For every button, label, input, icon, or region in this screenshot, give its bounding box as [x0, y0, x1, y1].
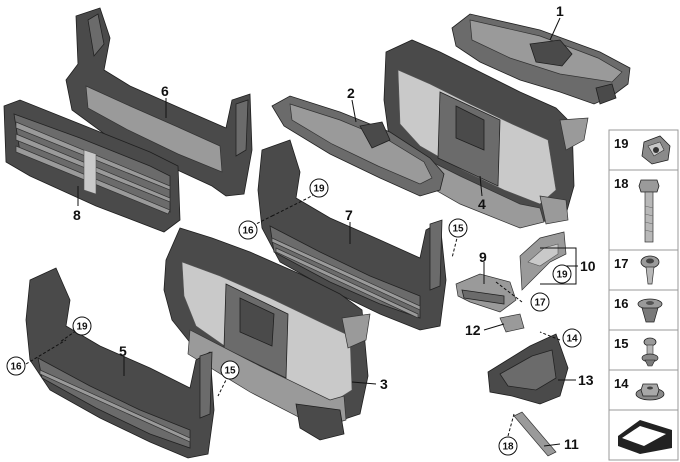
callout-9: 9 [479, 249, 487, 265]
direction-arrow-icon [618, 420, 672, 454]
part-3-front-carrier-lower [163, 227, 371, 441]
callout-11: 11 [564, 436, 579, 452]
expanding-rivet-icon [637, 298, 663, 323]
part-13-air-duct-lower [487, 333, 569, 405]
svg-text:17: 17 [534, 298, 546, 309]
panel-label-14: 14 [614, 376, 629, 391]
svg-text:19: 19 [313, 184, 325, 195]
svg-text:19: 19 [76, 322, 88, 333]
circled-refs: 19 16 15 19 17 14 19 16 [6, 178, 582, 456]
callout-labels: 1 2 3 4 5 6 7 8 9 10 11 12 13 [73, 3, 596, 452]
push-clip-icon [641, 337, 659, 367]
part-8-air-flap-grille [3, 99, 181, 233]
ref-circle-19b: 19 [552, 264, 572, 284]
fasteners-panel: 19 18 17 16 15 14 [608, 129, 679, 461]
leader-lines [25, 17, 578, 447]
panel-label-18: 18 [614, 176, 628, 191]
callout-13: 13 [578, 372, 594, 388]
part-6-air-duct-frame [65, 7, 253, 197]
svg-text:16: 16 [242, 226, 254, 237]
part-1-upper-carrier [451, 13, 631, 105]
ref-circle-15b: 15 [220, 360, 240, 380]
callout-12: 12 [465, 322, 481, 338]
panel-label-19: 19 [614, 136, 628, 151]
callout-2: 2 [347, 85, 355, 101]
callout-4: 4 [478, 196, 486, 212]
part-7-air-duct [257, 139, 447, 331]
ref-circle-15a: 15 [448, 218, 468, 238]
part-2-upper-bar [271, 95, 445, 197]
svg-text:16: 16 [10, 362, 22, 373]
svg-text:15: 15 [452, 224, 464, 235]
svg-text:14: 14 [566, 334, 578, 345]
callout-1: 1 [556, 3, 564, 19]
ref-circle-18: 18 [498, 436, 518, 456]
screw-icon [640, 255, 660, 285]
panel-label-16: 16 [614, 296, 628, 311]
panel-label-15: 15 [614, 336, 628, 351]
part-5-lower-air-duct [25, 267, 215, 459]
svg-text:18: 18 [502, 442, 514, 453]
svg-text:19: 19 [556, 270, 568, 281]
part-12-clip [499, 313, 525, 333]
part-9-bracket [455, 273, 517, 313]
callout-6: 6 [161, 83, 169, 99]
panel-label-17: 17 [614, 256, 628, 271]
callout-10: 10 [580, 258, 596, 274]
clip-nut-icon [641, 135, 671, 165]
callout-5: 5 [119, 343, 127, 359]
ref-circle-16b: 16 [6, 356, 26, 376]
bolt-icon [638, 179, 660, 243]
ref-circle-16a: 16 [238, 220, 258, 240]
part-11-support-rod [513, 411, 557, 457]
svg-text:15: 15 [224, 366, 236, 377]
callout-7: 7 [345, 207, 353, 223]
ref-circle-19a: 19 [309, 178, 329, 198]
callout-3: 3 [380, 376, 388, 392]
part-10-curved-duct [519, 231, 567, 291]
ref-circle-17a: 17 [530, 292, 550, 312]
ref-circle-14: 14 [562, 328, 582, 348]
callout-8: 8 [73, 207, 81, 223]
ref-circle-19c: 19 [72, 316, 92, 336]
collar-nut-icon [635, 383, 665, 401]
